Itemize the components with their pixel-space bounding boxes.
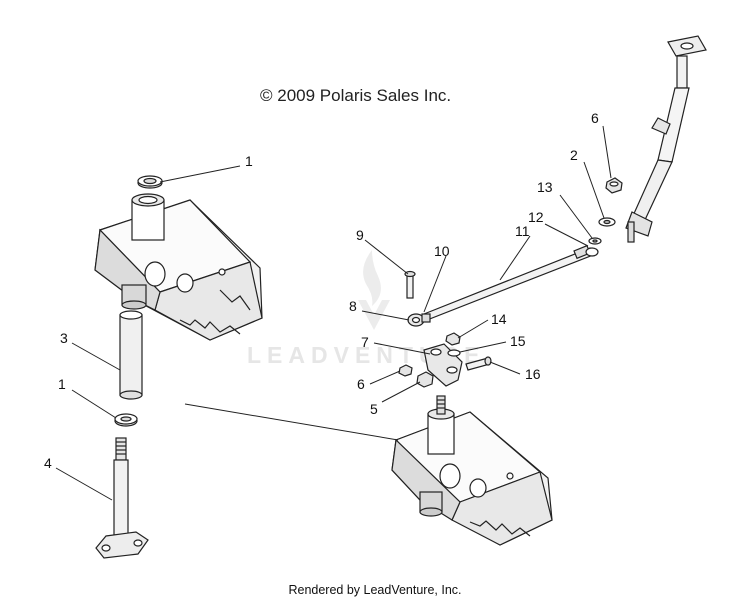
tube-part-3 xyxy=(119,310,143,400)
washer-part-15 xyxy=(447,349,461,357)
callout-5: 5 xyxy=(370,401,378,417)
washer-part-1-lower xyxy=(114,413,138,427)
callout-4: 4 xyxy=(44,455,52,471)
callout-6-lower: 6 xyxy=(357,376,365,392)
callout-1: 1 xyxy=(245,153,253,169)
nut-part-14 xyxy=(445,332,461,346)
washer-part-13 xyxy=(588,237,602,245)
callout-6: 6 xyxy=(591,110,599,126)
callout-8: 8 xyxy=(349,298,357,314)
callout-labels: 1 3 1 4 9 10 11 12 13 2 6 8 14 7 15 6 16… xyxy=(44,110,599,471)
callout-11: 11 xyxy=(515,223,530,239)
washer-part-1 xyxy=(137,175,163,189)
bolt-part-16 xyxy=(465,356,492,371)
copyright-text: © 2009 Polaris Sales Inc. xyxy=(260,86,452,105)
callout-3: 3 xyxy=(60,330,68,346)
callout-2: 2 xyxy=(570,147,578,163)
spindle-part-4 xyxy=(95,437,149,559)
leader-lines xyxy=(55,125,612,501)
nut-part-6 xyxy=(605,177,623,194)
callout-1-lower: 1 xyxy=(58,376,66,392)
tie-rod-part-11 xyxy=(423,244,599,321)
steering-column xyxy=(625,35,707,243)
callout-15: 15 xyxy=(510,333,526,349)
nut-part-5 xyxy=(416,371,434,388)
bolt-part-9 xyxy=(404,270,416,299)
watermark-logo-icon xyxy=(358,250,390,330)
callout-7: 7 xyxy=(361,334,369,350)
steering-box-lower xyxy=(391,395,553,546)
footer-text: Rendered by LeadVenture, Inc. xyxy=(288,583,462,597)
rod-end-part-8 xyxy=(407,313,431,327)
callout-9: 9 xyxy=(356,227,364,243)
steering-box-upper xyxy=(94,193,263,341)
callout-10: 10 xyxy=(434,243,450,259)
callout-16: 16 xyxy=(525,366,541,382)
nut-part-6-lower xyxy=(398,364,413,377)
assembly-line xyxy=(184,403,399,441)
callout-12: 12 xyxy=(528,209,544,225)
callout-13: 13 xyxy=(537,179,553,195)
callout-14: 14 xyxy=(491,311,507,327)
washer-part-2 xyxy=(598,217,616,227)
